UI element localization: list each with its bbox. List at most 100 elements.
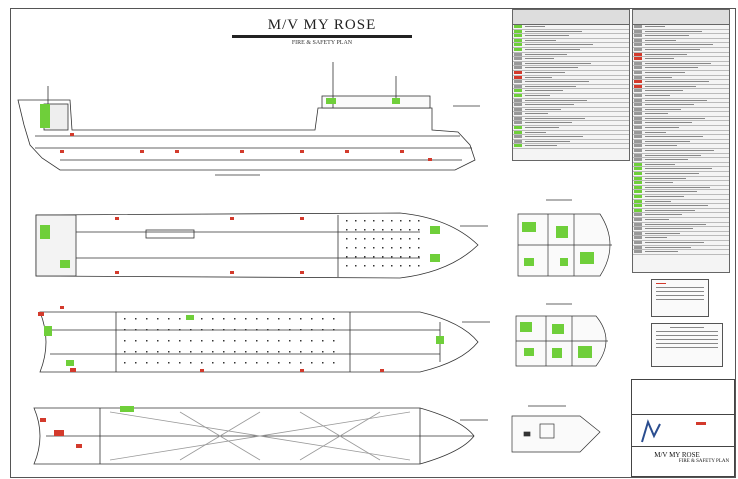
legend-text-line: [645, 140, 690, 142]
legend-text-line: [525, 53, 567, 55]
legend-row: [633, 208, 729, 214]
legend-row: [633, 52, 729, 58]
legend-symbol: [634, 135, 642, 139]
legend-symbol: [634, 194, 642, 198]
deck-marker: [267, 340, 269, 342]
deck-marker: [212, 318, 214, 320]
legend-row: [513, 52, 629, 58]
legend-symbol: [514, 98, 522, 102]
legend-row: [513, 84, 629, 90]
legend-symbol: [634, 70, 642, 74]
legend-text-line: [645, 94, 670, 96]
legend-row: [633, 162, 729, 168]
legend-row: [513, 38, 629, 44]
legend-symbol: [634, 236, 642, 240]
deck-marker: [267, 329, 269, 331]
deck-marker: [322, 318, 324, 320]
legend-text-line: [645, 182, 673, 184]
deck-marker: [135, 340, 137, 342]
deck-marker: [245, 329, 247, 331]
legend-symbol: [514, 135, 522, 139]
deck-marker: [256, 340, 258, 342]
legend-text-line: [645, 173, 699, 174]
legend-symbol: [634, 80, 642, 84]
upper-deck-plan: [35, 212, 479, 279]
legend-row: [513, 116, 629, 122]
deck-marker: [409, 256, 411, 258]
legend-row: [513, 139, 629, 145]
deck-marker: [289, 318, 291, 320]
legend-symbol: [634, 121, 642, 125]
legend-text-line: [645, 136, 703, 138]
deck-marker: [418, 247, 420, 249]
legend-row: [633, 144, 729, 150]
legend-text-line: [645, 154, 701, 156]
deck-marker: [146, 329, 148, 331]
deck-marker: [157, 340, 159, 342]
legend-text-line: [645, 177, 686, 179]
legend-row: [513, 34, 629, 39]
deck-marker: [391, 220, 393, 222]
legend-symbol: [514, 80, 522, 84]
deck-marker: [245, 351, 247, 353]
legend-row: [513, 80, 629, 85]
legend-row: [513, 43, 629, 48]
deck-marker: [409, 265, 411, 267]
deck-marker: [364, 265, 366, 267]
legend-row: [633, 190, 729, 195]
deck-marker: [373, 220, 375, 222]
legend-row: [633, 66, 729, 71]
drawing-title: M/V MY ROSE: [267, 17, 377, 33]
deck-marker: [190, 340, 192, 342]
legend-symbol: [514, 116, 522, 120]
deck-marker: [409, 247, 411, 249]
legend-symbol: [514, 89, 522, 93]
deck-marker: [201, 318, 203, 320]
deck-marker: [157, 318, 159, 320]
legend-table-right: [632, 9, 730, 273]
deck-marker: [234, 351, 236, 353]
legend-text-line: [645, 195, 684, 197]
deck-marker: [391, 238, 393, 240]
deck-marker: [135, 351, 137, 353]
legend-row: [633, 80, 729, 85]
legend-text-line: [525, 104, 574, 106]
deck-marker: [391, 256, 393, 258]
legend-text-line: [525, 71, 565, 73]
legend-symbol: [634, 231, 642, 235]
legend-row: [513, 93, 629, 99]
legend-row: [513, 47, 629, 53]
legend-text-line: [525, 81, 589, 83]
legend-symbol: [514, 57, 522, 61]
legend-symbol: [514, 52, 522, 56]
legend-symbol: [514, 126, 522, 130]
legend-text-line: [645, 163, 675, 165]
legend-symbol: [634, 227, 642, 231]
legend-text-line: [645, 117, 705, 119]
legend-symbol: [634, 158, 642, 162]
deck-marker: [212, 362, 214, 364]
legend-row: [633, 149, 729, 154]
deck-marker: [400, 229, 402, 231]
deck-marker: [201, 362, 203, 364]
legend-header: [633, 10, 729, 25]
legend-symbol: [634, 25, 642, 28]
deck-marker: [409, 220, 411, 222]
legend-text-line: [645, 108, 681, 110]
legend-text-line: [645, 76, 672, 78]
legend-symbol: [634, 47, 642, 51]
legend-row: [633, 181, 729, 186]
legend-row: [633, 240, 729, 246]
deck-marker: [346, 256, 348, 258]
legend-row: [633, 236, 729, 241]
legend-row: [633, 167, 729, 172]
legend-symbol: [514, 29, 522, 33]
legend-text-line: [645, 35, 689, 37]
legend-symbol: [514, 61, 522, 65]
deck-marker: [256, 318, 258, 320]
legend-symbol: [634, 34, 642, 38]
legend-row: [513, 126, 629, 131]
deck-marker: [373, 229, 375, 231]
legend-text-line: [645, 44, 713, 46]
legend-symbol: [634, 52, 642, 56]
